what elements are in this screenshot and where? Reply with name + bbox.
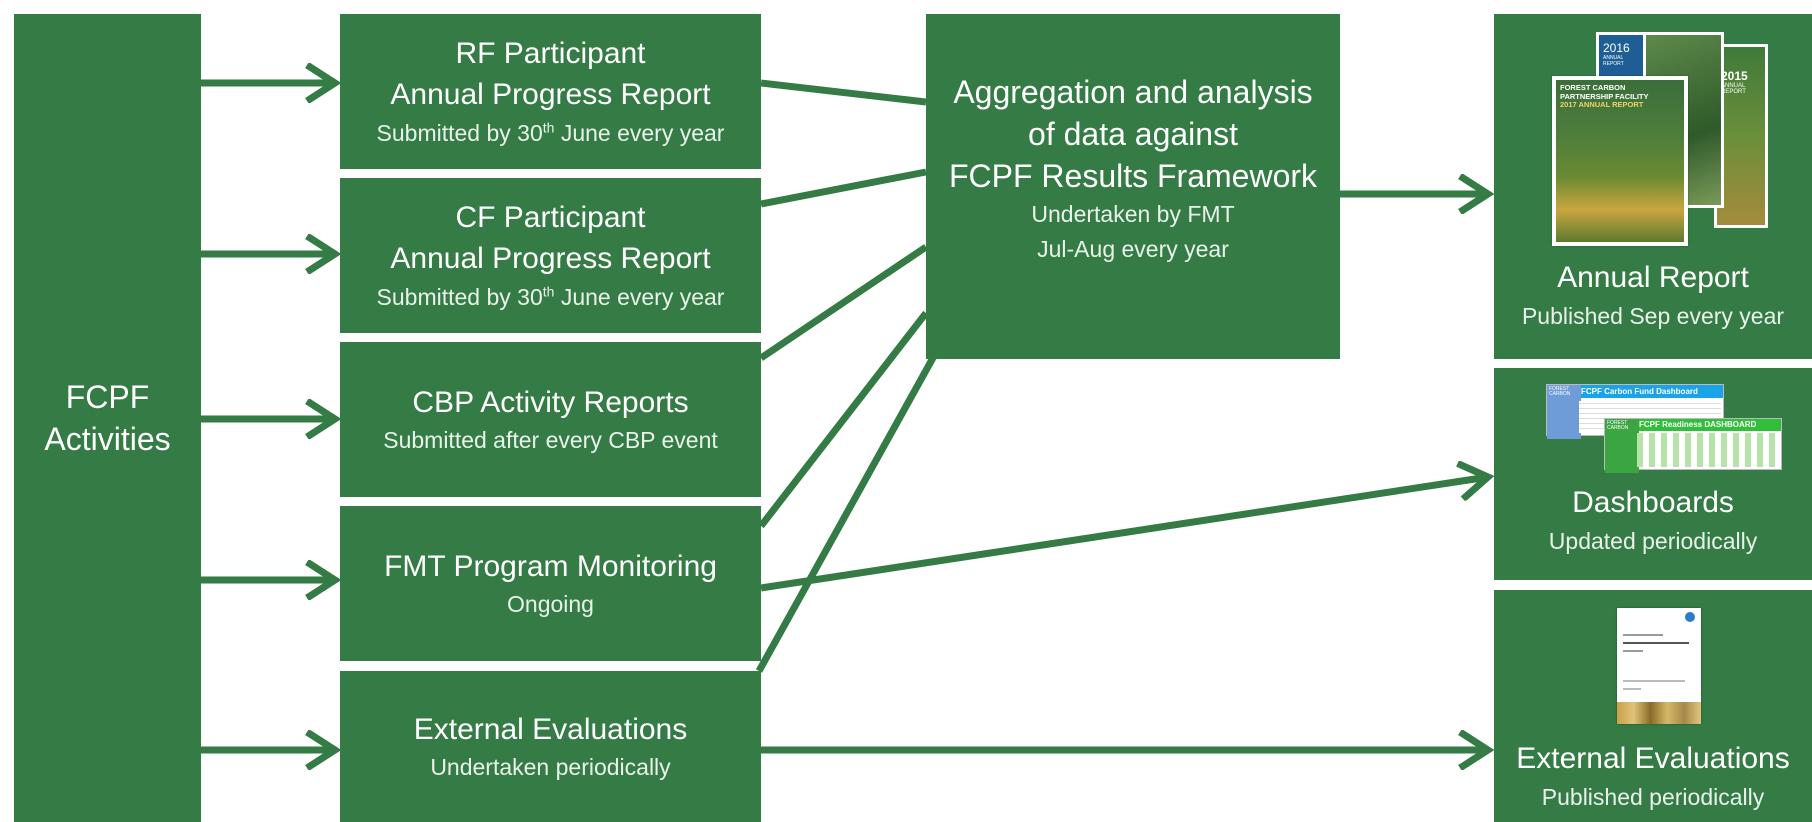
external-evaluations-input-box: External Evaluations Undertaken periodic…	[340, 671, 761, 822]
readiness-dashboard-thumbnail: FCPF Readiness DASHBOARD FOREST CARBON	[1604, 418, 1782, 473]
rf-subtitle: Submitted by 30th June every year	[376, 118, 725, 146]
ext-eval-title: External Evaluations	[413, 712, 688, 746]
line-ext-to-aggregation	[755, 354, 938, 673]
dashboards-title: Dashboards	[1572, 486, 1734, 520]
fcpf-activities-line2: Activities	[44, 421, 171, 457]
ext-eval-output-title: External Evaluations	[1516, 742, 1790, 776]
aggregation-title-line2: of data against	[1028, 115, 1238, 152]
aggregation-sub-line1: Undertaken by FMT	[1031, 201, 1235, 228]
ext-eval-output-subtitle: Published periodically	[1541, 783, 1765, 810]
cf-subtitle: Submitted by 30th June every year	[376, 282, 725, 310]
annual-report-title: Annual Report	[1557, 261, 1749, 295]
cf-annual-progress-report-box: CF Participant Annual Progress Report Su…	[340, 178, 761, 333]
line-rf-to-aggregation	[760, 79, 927, 106]
cf-title-line1: CF Participant	[455, 200, 646, 234]
rf-annual-progress-report-box: RF Participant Annual Progress Report Su…	[340, 14, 761, 169]
fcpf-activities-box: FCPF Activities	[14, 14, 201, 822]
document-icon	[1617, 608, 1701, 724]
cbp-title: CBP Activity Reports	[412, 385, 689, 419]
aggregation-title-line1: Aggregation and analysis	[953, 73, 1313, 110]
annual-report-covers-image: 2015 ANNUAL REPORT 2016 ANNUAL REPORT FO…	[1548, 30, 1768, 250]
annual-report-2017-cover: FOREST CARBON PARTNERSHIP FACILITY 2017 …	[1552, 76, 1688, 246]
aggregation-analysis-box: Aggregation and analysis of data against…	[926, 14, 1340, 359]
annual-report-subtitle: Published Sep every year	[1521, 302, 1785, 329]
arrow-fmt-to-dashboards	[760, 477, 1488, 592]
aggregation-sub-line2: Jul-Aug every year	[1037, 235, 1229, 262]
fcpf-activities-line1: FCPF	[65, 378, 150, 415]
dashboards-subtitle: Updated periodically	[1548, 527, 1758, 554]
ext-eval-subtitle: Undertaken periodically	[430, 753, 671, 780]
fmt-program-monitoring-box: FMT Program Monitoring Ongoing	[340, 506, 761, 661]
dashboards-image: FCPF Carbon Fund Dashboard FOREST CARBON…	[1546, 384, 1782, 473]
line-cbp-to-aggregation	[759, 244, 928, 361]
rf-title-line2: Annual Progress Report	[390, 78, 711, 112]
fmt-subtitle: Ongoing	[507, 590, 594, 617]
line-cf-to-aggregation	[760, 168, 927, 208]
rf-title-line1: RF Participant	[455, 36, 646, 70]
cf-title-line2: Annual Progress Report	[390, 242, 711, 276]
aggregation-title-line3: FCPF Results Framework	[948, 158, 1318, 195]
cbp-subtitle: Submitted after every CBP event	[383, 426, 718, 453]
cbp-activity-reports-box: CBP Activity Reports Submitted after eve…	[340, 342, 761, 497]
fmt-title: FMT Program Monitoring	[384, 549, 717, 583]
line-fmt-to-aggregation	[758, 310, 929, 529]
